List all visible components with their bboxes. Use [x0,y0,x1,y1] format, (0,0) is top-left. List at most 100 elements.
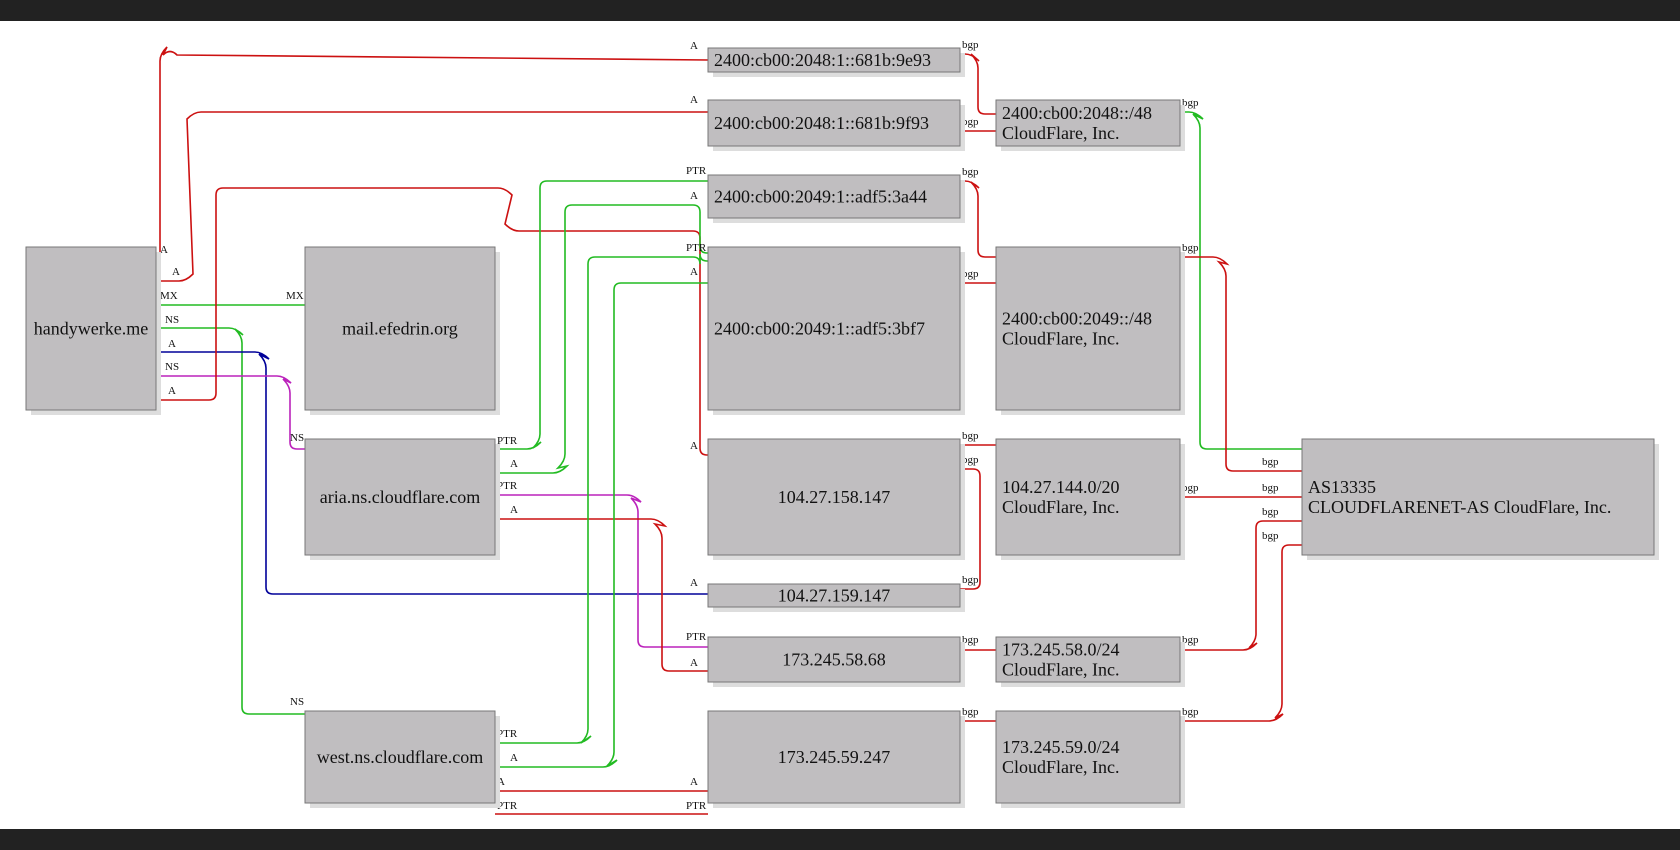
edge-bgp[interactable]: bgp [960,268,996,284]
node-ip-59-247[interactable]: 173.245.59.247 [707,710,965,808]
node-box[interactable] [304,246,496,411]
node-ip-158[interactable]: 104.27.158.147 [707,438,965,560]
node-box[interactable] [995,710,1181,804]
edge-a[interactable]: AA [156,187,708,456]
edge-line[interactable] [495,180,708,450]
node-label: 104.27.159.147 [778,586,891,606]
node-ip-58-68[interactable]: 173.245.58.68 [707,636,965,687]
node-box[interactable] [707,99,961,147]
edge-line[interactable] [156,187,708,456]
edge-line[interactable] [156,351,708,595]
node-box[interactable] [707,438,961,556]
node-box[interactable] [707,710,961,804]
edge-bgp[interactable]: bgp bgp [960,454,981,590]
edge-head-label: bgp [962,574,979,586]
edge-bgp[interactable]: bgp [960,39,996,115]
edge-line[interactable] [156,111,708,282]
edge-tail-label: A [168,338,176,350]
edge-a[interactable]: AA [156,338,708,595]
edge-bgp[interactable]: bgp [960,430,996,446]
node-box[interactable] [707,174,961,219]
node-ip6-9e93[interactable]: 2400:cb00:2048:1::681b:9e93 [707,47,965,77]
edge-bgp[interactable]: bgp [1180,97,1302,450]
edge-tail-label: bgp [1182,706,1199,718]
edge-line[interactable] [1180,544,1302,722]
edge-bgp[interactable]: bgp [960,634,996,651]
node-aria-ns[interactable]: aria.ns.cloudflare.com [304,438,500,560]
edge-a[interactable]: AA [152,40,709,260]
edge-line[interactable] [1180,520,1302,651]
edge-bgp[interactable]: bgp [960,706,996,722]
node-box[interactable] [304,438,496,556]
edge-line[interactable] [960,180,996,258]
node-label: mail.efedrin.org [342,319,458,339]
node-ip6-9f93[interactable]: 2400:cb00:2048:1::681b:9f93 [707,99,965,151]
edge-tail-label: A [168,385,176,397]
node-label: CloudFlare, Inc. [1002,660,1119,680]
edge-line[interactable] [156,375,305,450]
node-mail-efedrin[interactable]: mail.efedrin.org [304,246,500,415]
node-west-ns[interactable]: west.ns.cloudflare.com [304,710,500,808]
node-box[interactable] [707,246,961,411]
node-label: 104.27.158.147 [778,487,891,507]
node-label: 2400:cb00:2049::/48 [1002,309,1152,329]
node-box[interactable] [1301,438,1655,556]
edge-line[interactable] [152,46,709,260]
edge-line[interactable] [495,282,708,768]
node-label: 173.245.59.0/24 [1002,737,1120,757]
edge-line[interactable] [1180,256,1302,472]
node-label: 173.245.58.68 [782,650,886,670]
node-box[interactable] [995,99,1181,147]
edge-line[interactable] [495,204,708,474]
edge-line[interactable] [960,53,996,115]
edge-line[interactable] [495,253,708,744]
node-box[interactable] [707,47,961,73]
node-box[interactable] [707,636,961,683]
edge-line[interactable] [156,327,305,715]
node-box[interactable] [995,438,1181,556]
node-box[interactable] [304,710,496,804]
node-box[interactable] [995,636,1181,683]
nodes-layer: handywerke.me mail.efedrin.org aria.ns.clo… [25,47,1659,808]
edge-a[interactable]: AA [495,190,708,474]
edge-head-label: bgp [1262,456,1279,468]
edge-a[interactable]: AA [495,266,708,768]
node-box[interactable] [25,246,157,411]
node-handywerke[interactable]: handywerke.me [25,246,161,415]
edge-bgp[interactable]: bgp [960,116,996,132]
node-ip-159[interactable]: 104.27.159.147 [707,583,965,612]
edge-line[interactable] [495,518,708,672]
edge-tail-label: bgp [962,454,979,466]
edge-line[interactable] [1180,111,1302,450]
node-box[interactable] [707,583,961,608]
edge-bgp[interactable]: bgp [960,166,996,258]
edge-tail-label: A [160,244,168,256]
edge-a[interactable]: AA [495,504,708,672]
node-ip6-3a44[interactable]: 2400:cb00:2049:1::adf5:3a44 [707,174,965,223]
edge-tail-label: A [497,776,505,788]
edge-a[interactable]: AA [156,94,708,282]
edge-line[interactable] [960,468,981,590]
node-box[interactable] [995,246,1181,411]
bottom-frame-bar [0,829,1680,850]
node-ip6-3bf7[interactable]: 2400:cb00:2049:1::adf5:3bf7 [707,246,965,415]
edge-line[interactable] [495,494,708,648]
